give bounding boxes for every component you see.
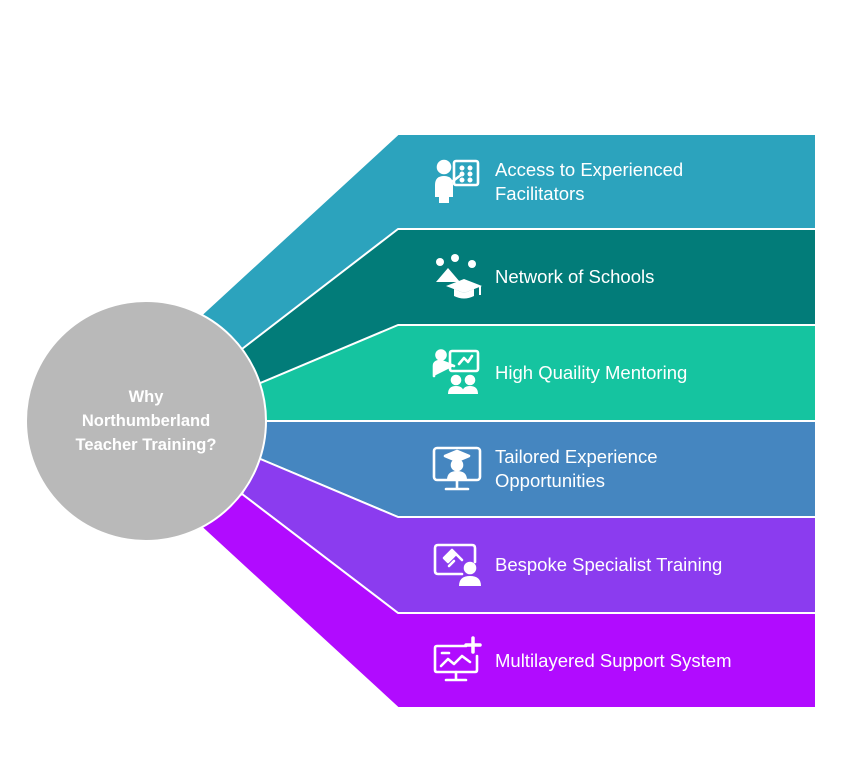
hub-circle: Why Northumberland Teacher Training? bbox=[25, 300, 267, 542]
school-network-icon bbox=[432, 252, 482, 302]
graduate-monitor-icon bbox=[432, 444, 482, 494]
band-label: High Quaility Mentoring bbox=[495, 362, 688, 383]
band-support: Multilayered Support System bbox=[432, 613, 816, 708]
band-mentoring: High Quaility Mentoring bbox=[432, 325, 816, 421]
band-label: Access to Experienced Facilitators bbox=[495, 158, 684, 204]
band-label: Network of Schools bbox=[495, 266, 655, 287]
band-facilitators: Access to Experienced Facilitators bbox=[432, 134, 816, 229]
mentoring-icon bbox=[432, 348, 482, 398]
band-tailored: Tailored Experience Opportunities bbox=[432, 421, 816, 517]
band-label: Multilayered Support System bbox=[495, 649, 732, 671]
specialist-training-icon bbox=[432, 540, 482, 590]
hub-title: Why Northumberland Teacher Training? bbox=[75, 388, 217, 454]
band-label: Tailored Experience Opportunities bbox=[495, 446, 658, 491]
facilitator-icon bbox=[432, 157, 482, 207]
band-bespoke: Bespoke Specialist Training bbox=[432, 517, 816, 613]
band-label: Bespoke Specialist Training bbox=[495, 554, 723, 575]
band-network: Network of Schools bbox=[432, 229, 816, 325]
support-system-icon bbox=[432, 635, 482, 686]
